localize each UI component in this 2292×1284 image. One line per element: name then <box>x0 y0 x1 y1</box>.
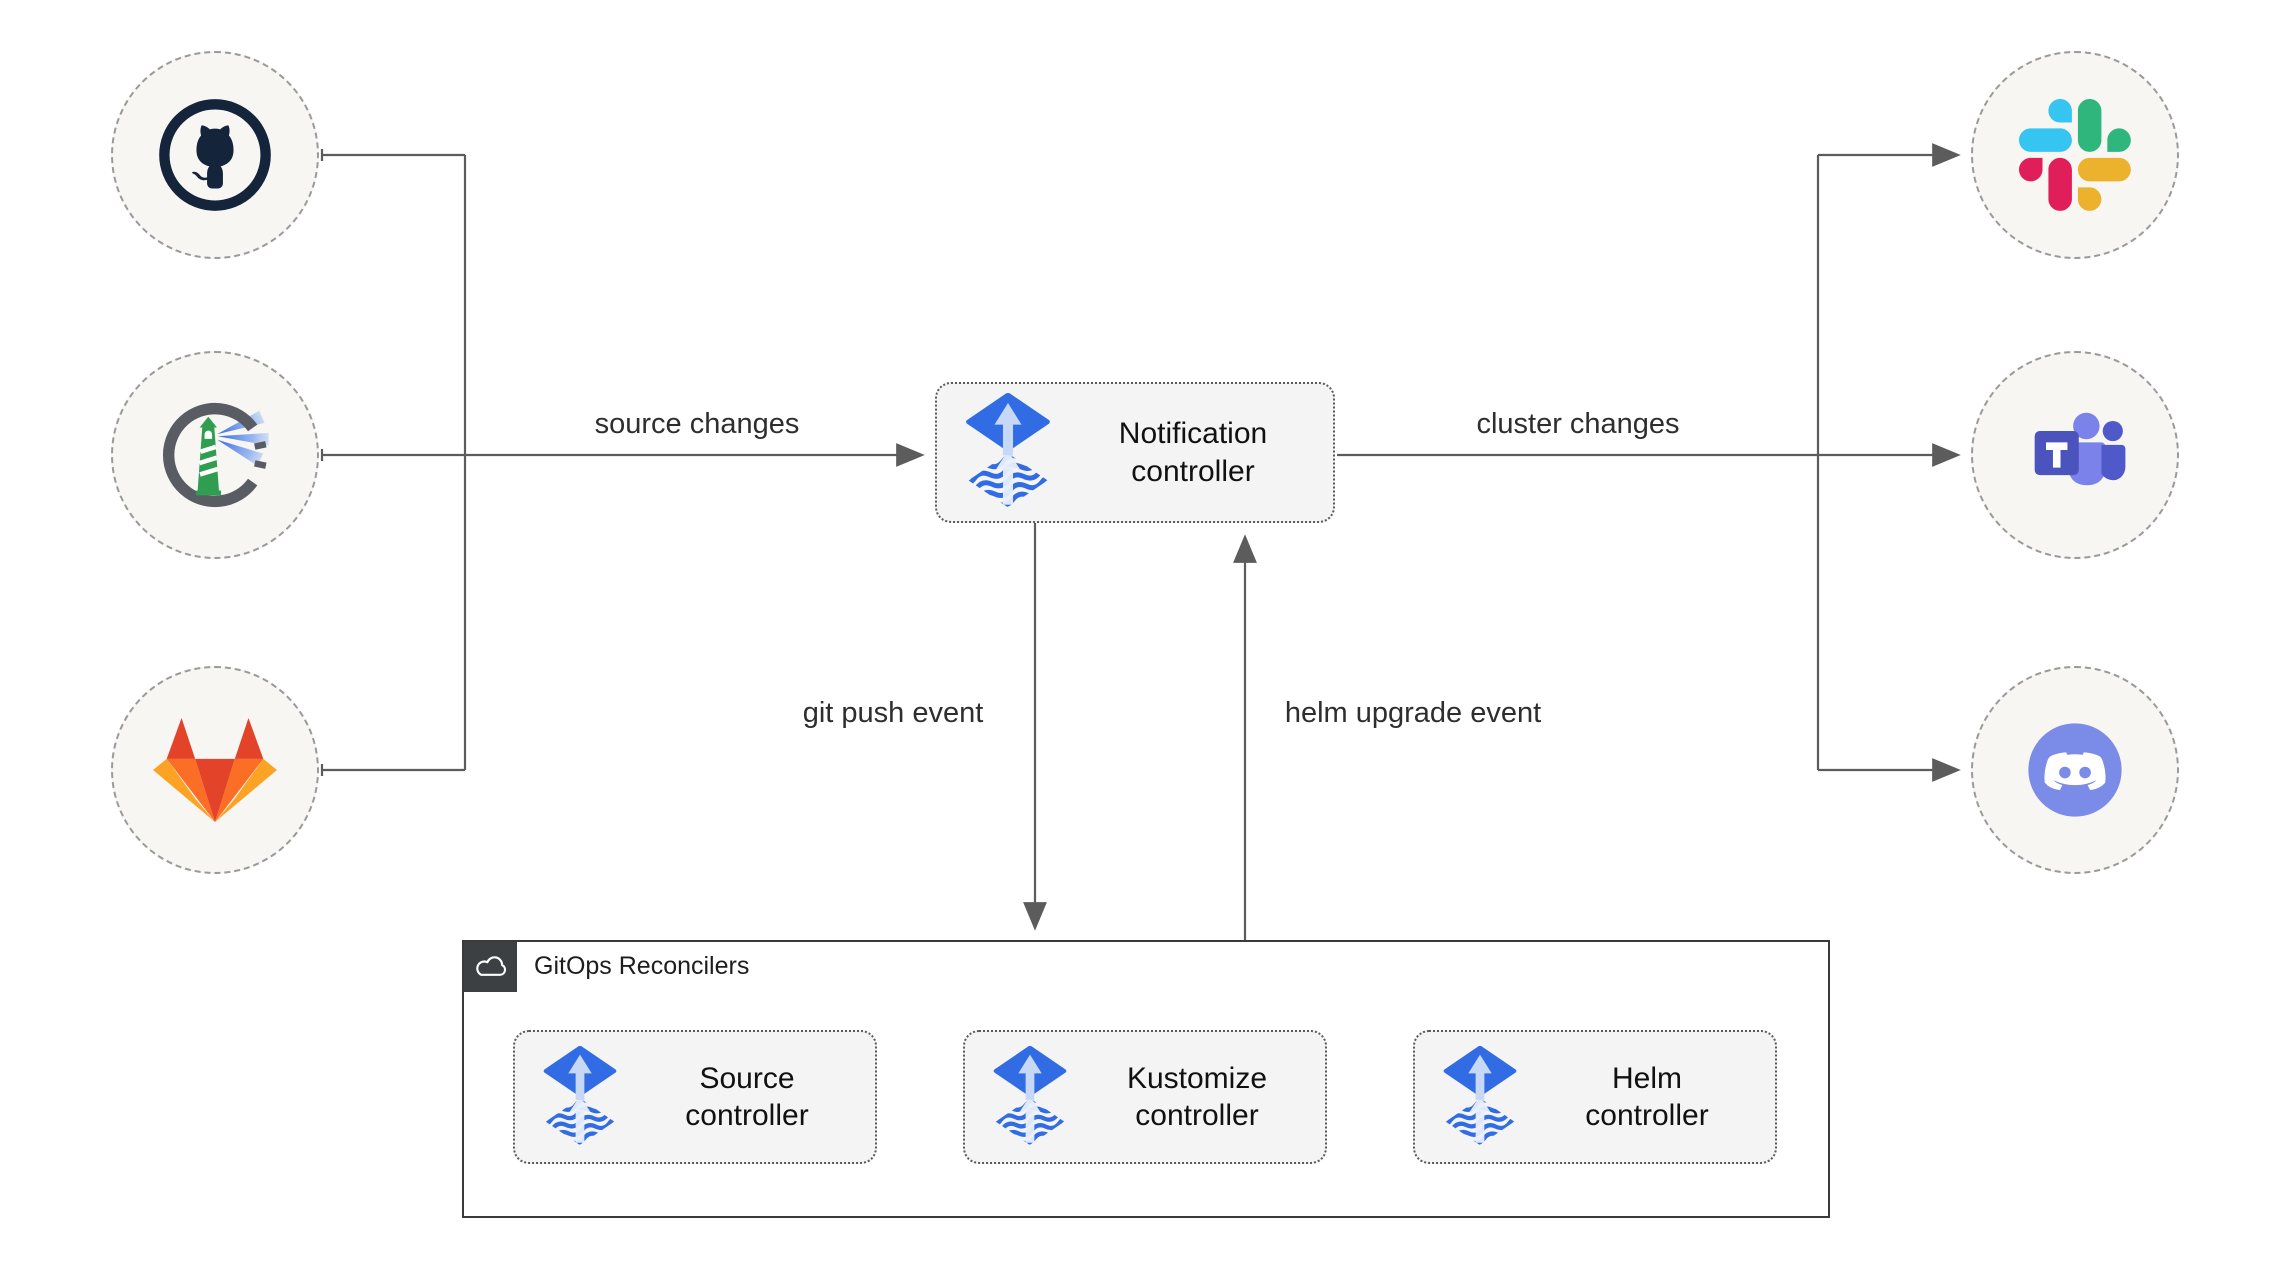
kustomize-controller-box: Kustomize controller <box>963 1030 1327 1164</box>
slack-icon <box>2019 99 2131 211</box>
helm-controller-label: Helm controller <box>1585 1061 1709 1133</box>
source-controller-label: Source controller <box>685 1061 809 1133</box>
edge-label-helm-upgrade-event: helm upgrade event <box>1284 697 1542 729</box>
container-title: GitOps Reconcilers <box>534 952 750 980</box>
container-badge <box>464 942 517 992</box>
github-node <box>111 51 319 259</box>
harbor-icon <box>162 402 269 508</box>
teams-icon <box>2034 412 2126 486</box>
gitlab-node <box>111 666 319 874</box>
harbor-node <box>111 351 319 559</box>
flux-icon <box>991 1046 1069 1149</box>
gitlab-icon <box>153 717 277 823</box>
slack-node <box>1971 51 2179 259</box>
flux-icon <box>541 1046 619 1149</box>
notification-controller-label: Notification controller <box>1118 417 1268 488</box>
teams-node <box>1971 351 2179 559</box>
notification-controller-box: Notification controller <box>935 382 1335 523</box>
edge-label-cluster-changes: cluster changes <box>1476 408 1680 440</box>
helm-controller-box: Helm controller <box>1413 1030 1777 1164</box>
edge-label-source-changes: source changes <box>594 408 800 440</box>
flux-icon <box>963 393 1053 512</box>
cloud-icon <box>475 956 506 976</box>
discord-node <box>1971 666 2179 874</box>
flux-icon <box>1441 1046 1519 1149</box>
source-controller-box: Source controller <box>513 1030 877 1164</box>
edge-label-git-push-event: git push event <box>802 697 984 729</box>
discord-icon <box>2028 723 2122 817</box>
github-icon <box>159 99 271 211</box>
kustomize-controller-label: Kustomize controller <box>1126 1061 1268 1133</box>
